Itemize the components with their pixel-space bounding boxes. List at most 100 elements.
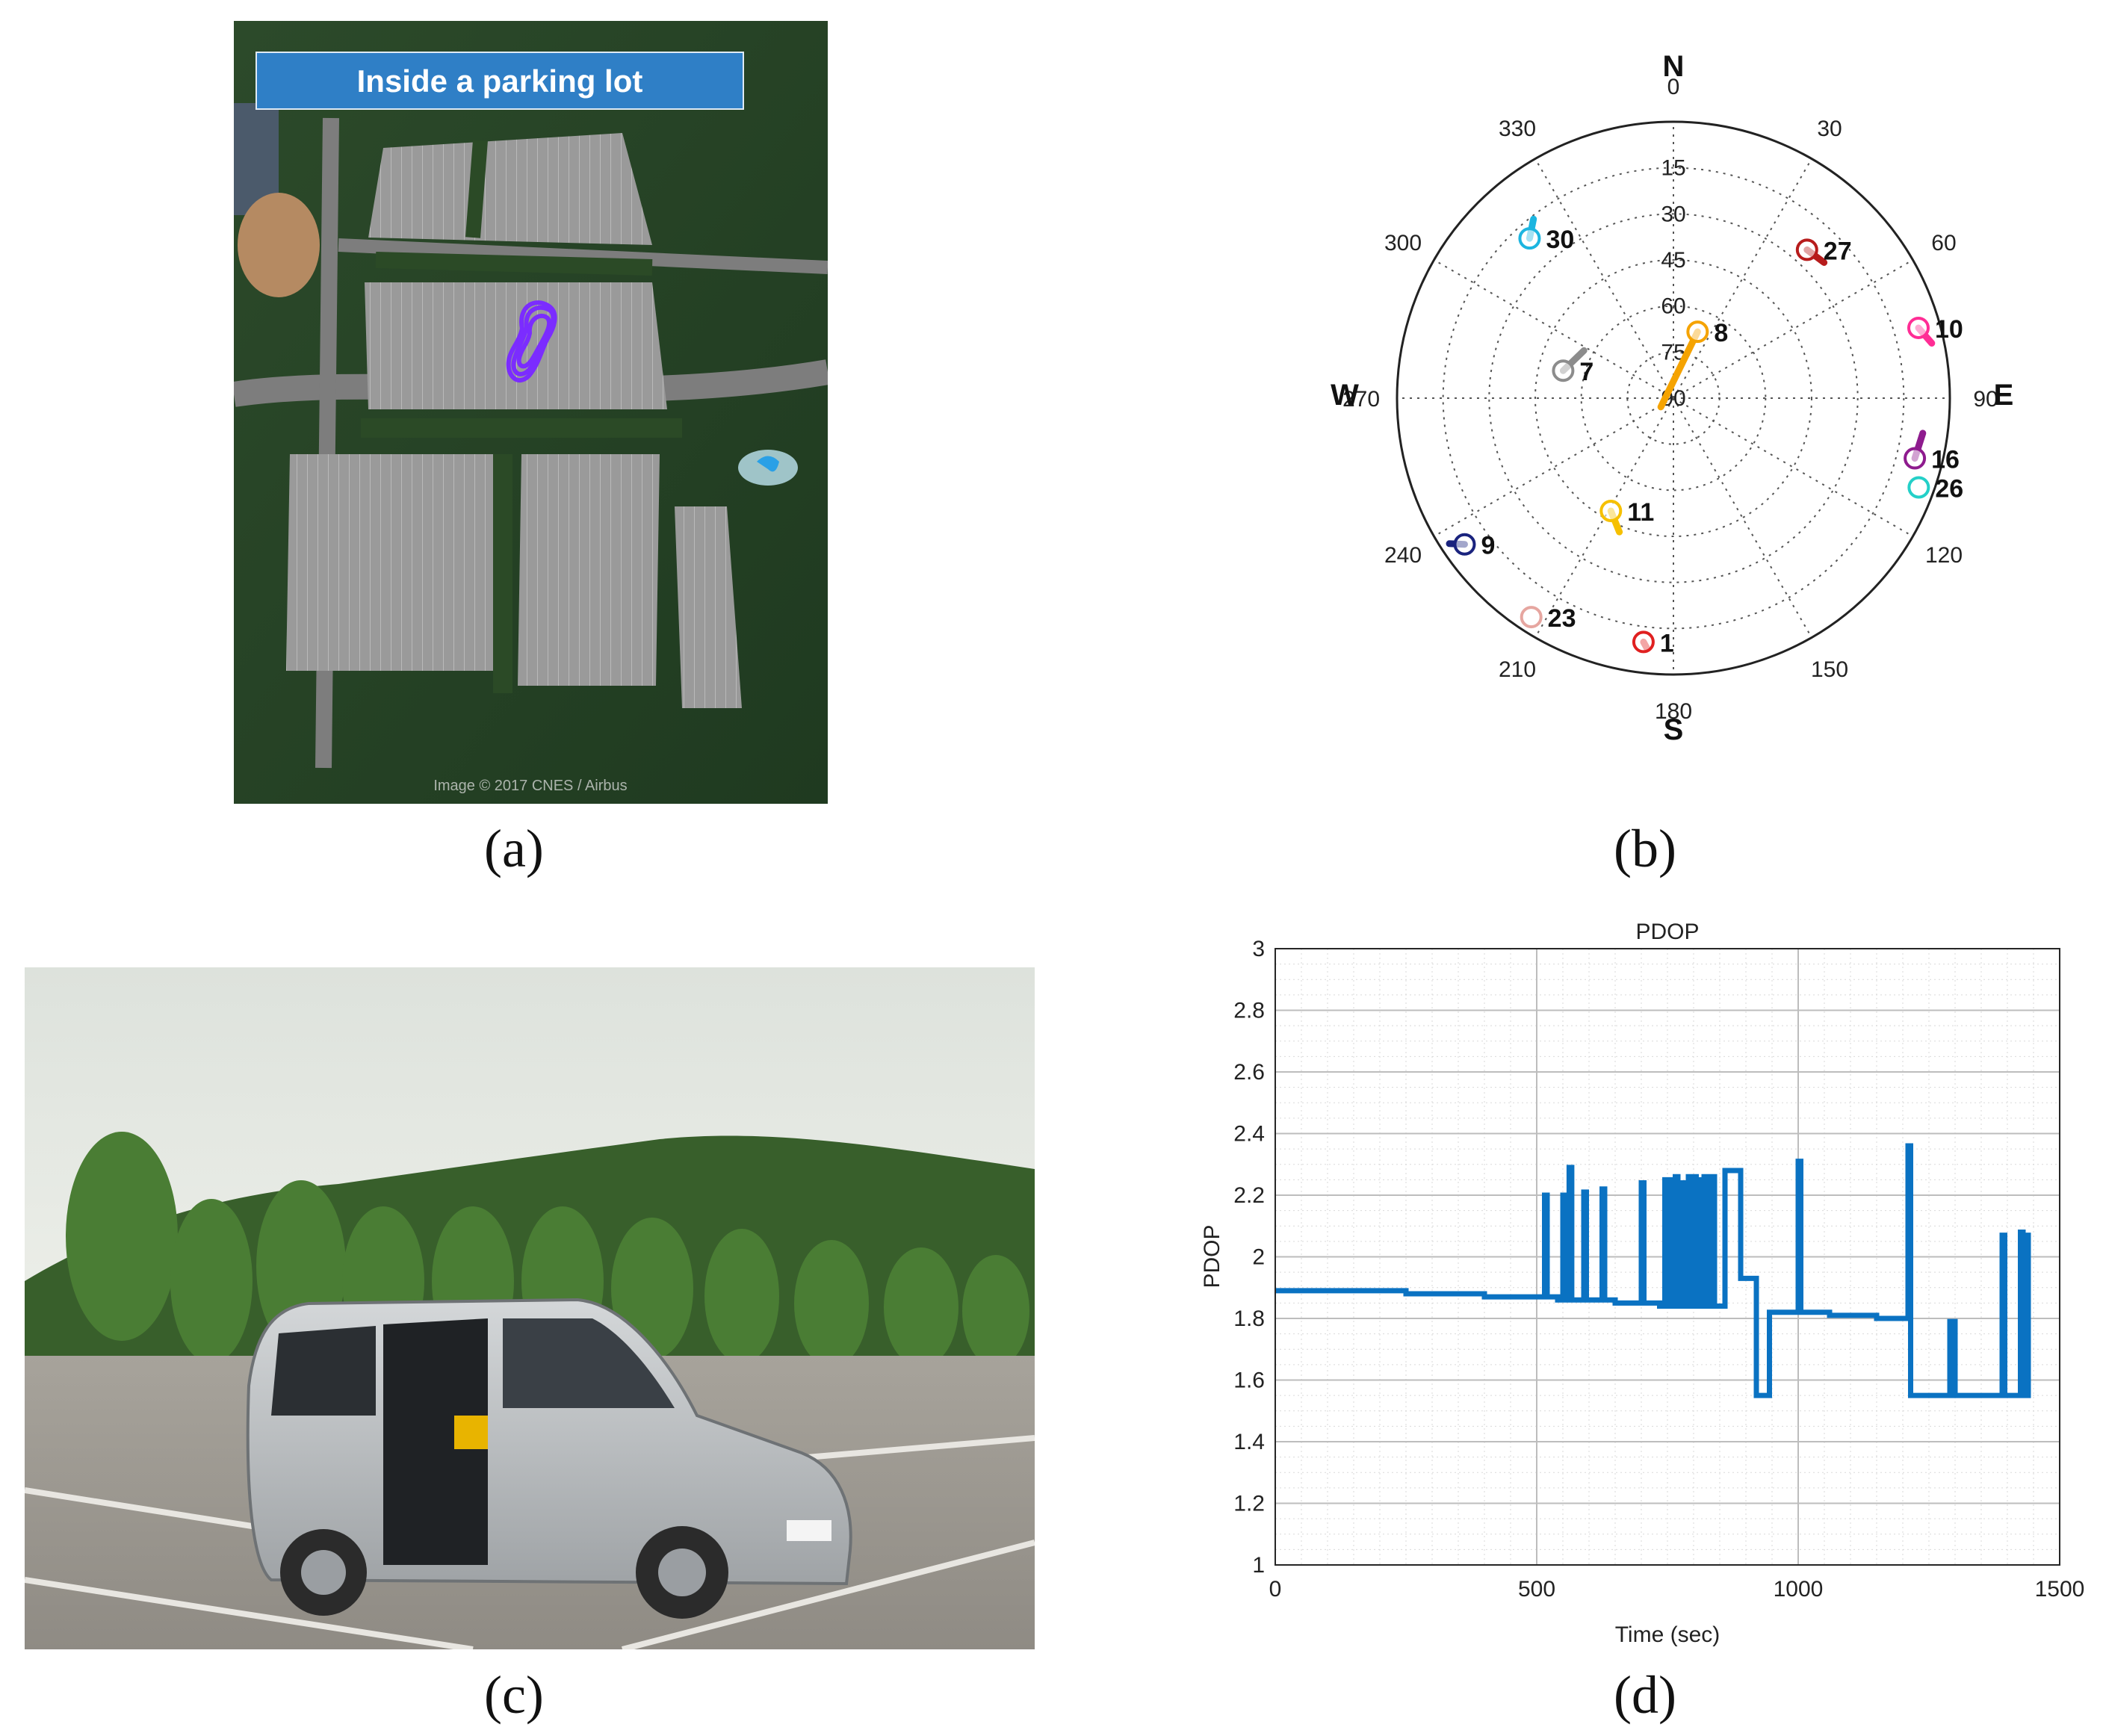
y-tick-label: 2.6 (1233, 1060, 1265, 1085)
panel-b-skyplot: 0 30 60 90 120 150 180 210 240 270 300 330 15 30 45 60 7… (1300, 37, 2047, 754)
van (246, 1298, 852, 1619)
elevation-tick-label: 45 (1661, 248, 1685, 273)
satellite-prn-label: 16 (1931, 446, 1960, 474)
parking-lot (286, 454, 499, 671)
parking-markings (24, 1435, 1036, 1652)
skyplot: 0 30 60 90 120 150 180 210 240 270 300 330 15 30 45 60 7… (1331, 50, 2014, 746)
azimuth-tick-label: 30 (1817, 117, 1842, 141)
y-tick-label: 2.8 (1233, 999, 1265, 1023)
direction-east: E (1994, 379, 2014, 412)
satellite-map-image: Inside a parking lot Image © 2017 CNES /… (232, 21, 830, 804)
caption-d: (d) (1614, 1665, 1676, 1725)
azimuth-tick-label: 120 (1925, 543, 1963, 568)
elevation-ring (1534, 259, 1812, 537)
pdop-series-line (1275, 1143, 2031, 1398)
map-plaza (238, 193, 320, 297)
panel-c-photo (24, 967, 1036, 1652)
azimuth-spoke (1434, 397, 1674, 537)
satellite-trail (1657, 328, 1701, 411)
azimuth-spoke (1673, 259, 1913, 399)
satellite-prn-label: 11 (1627, 498, 1654, 527)
satellite-marker (1795, 238, 1818, 261)
azimuth-tick-label: 300 (1384, 231, 1422, 255)
satellite-prn-label: 30 (1546, 226, 1574, 254)
elevation-ring (1580, 305, 1767, 492)
tree-row (465, 140, 488, 238)
elevation-ring (1488, 213, 1859, 583)
satellite-prn-label: 27 (1824, 237, 1852, 265)
azimuth-tick-label: 210 (1499, 657, 1536, 682)
azimuth-tick-label: 180 (1655, 699, 1692, 724)
satellite-prn-label: 7 (1579, 358, 1593, 386)
direction-north: N (1663, 50, 1685, 83)
plot-frame (1275, 948, 2060, 1566)
map-banner-box (255, 52, 744, 110)
satellite-marker (1686, 320, 1709, 344)
azimuth-spoke (1534, 397, 1674, 638)
satellite-marker (1907, 316, 1930, 339)
map-banner-text: Inside a parking lot (357, 63, 643, 99)
y-tick-label: 1.2 (1233, 1492, 1265, 1516)
satellite-marker (1632, 630, 1655, 654)
satellite-prn-label: 26 (1935, 475, 1963, 503)
y-tick-label: 1.6 (1233, 1368, 1265, 1393)
satellite-marker (1453, 533, 1476, 556)
azimuth-spoke (1673, 158, 1812, 399)
map-attribution: Image © 2017 CNES / Airbus (433, 778, 627, 794)
caption-b: (b) (1614, 819, 1676, 878)
azimuth-tick-label: 270 (1342, 387, 1380, 412)
x-axis-label: Time (sec) (1615, 1622, 1721, 1647)
azimuth-spoke (1673, 397, 1812, 638)
azimuth-tick-label: 0 (1667, 75, 1680, 99)
x-tick-label: 1000 (1774, 1577, 1824, 1602)
direction-west: W (1331, 379, 1359, 412)
y-tick-label: 2.4 (1233, 1122, 1265, 1147)
x-tick-label: 1500 (2035, 1577, 2085, 1602)
y-tick-label: 1.8 (1233, 1306, 1265, 1331)
y-tick-label: 1.4 (1233, 1430, 1265, 1454)
map-road (338, 238, 828, 274)
panel-a-map: Inside a parking lot Image © 2017 CNES /… (232, 21, 830, 804)
elevation-tick-label: 60 (1661, 294, 1685, 319)
parking-lot (518, 454, 660, 686)
elevation-ring (1442, 167, 1905, 630)
y-tick-label: 2 (1252, 1245, 1265, 1270)
azimuth-tick-label: 60 (1931, 231, 1956, 255)
y-axis-label: PDOP (1200, 1224, 1224, 1288)
satellite-marker (1904, 447, 1927, 470)
y-tick-label: 3 (1252, 937, 1265, 961)
azimuth-tick-label: 90 (1973, 387, 1998, 412)
van-photo-image (24, 967, 1036, 1652)
horizon-circle (1396, 120, 1951, 676)
x-tick-label: 500 (1518, 1577, 1555, 1602)
tree-row (375, 252, 653, 276)
elevation-tick-label: 15 (1661, 156, 1685, 181)
parking-lot (368, 133, 652, 245)
vehicle-track (506, 300, 557, 383)
parking-lot (675, 506, 742, 708)
azimuth-spoke (1434, 259, 1674, 399)
satellite-marker (1518, 227, 1541, 250)
chart-title: PDOP (1635, 920, 1699, 944)
y-tick-label: 2.2 (1233, 1183, 1265, 1208)
azimuth-tick-label: 150 (1811, 657, 1848, 682)
caption-c: (c) (484, 1665, 544, 1725)
x-tick-label: 0 (1269, 1577, 1282, 1602)
azimuth-tick-label: 240 (1384, 543, 1422, 568)
azimuth-spoke (1673, 397, 1913, 537)
azimuth-spoke (1534, 158, 1674, 399)
satellite-marker (1520, 606, 1543, 629)
satellite-prn-label: 10 (1935, 315, 1963, 344)
caption-a: (a) (484, 819, 544, 878)
direction-south: S (1664, 713, 1684, 746)
satellite-marker (1599, 500, 1623, 523)
satellite-marker (1552, 359, 1575, 382)
elevation-tick-label: 30 (1661, 202, 1685, 226)
satellite-marker (1907, 476, 1930, 499)
map-fountain (757, 456, 779, 472)
y-tick-label: 1 (1252, 1553, 1265, 1578)
azimuth-tick-label: 330 (1499, 117, 1536, 141)
satellite-prn-label: 23 (1548, 604, 1576, 633)
